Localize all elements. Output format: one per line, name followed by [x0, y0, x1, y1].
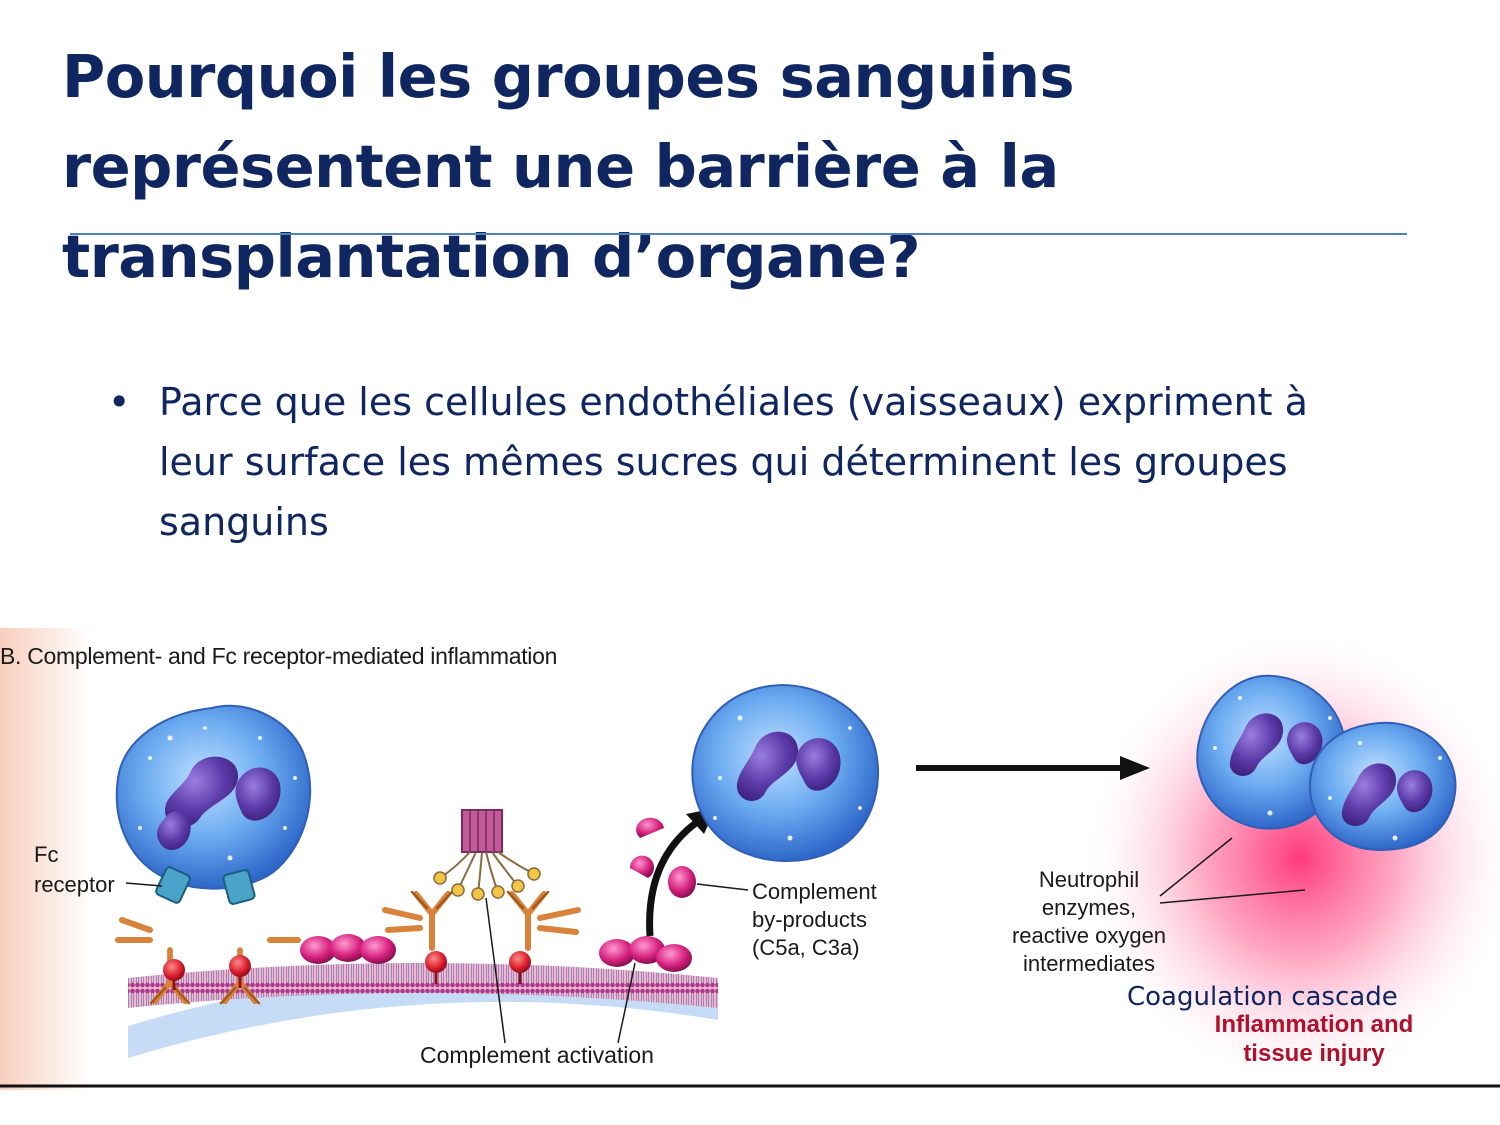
figure-title: B. Complement- and Fc receptor-mediated …: [0, 643, 558, 669]
enzyme-pointer: [1159, 889, 1306, 904]
enzyme-pointer: [1159, 837, 1233, 897]
arrow-right-icon: [916, 756, 1150, 780]
inflammation-figure: B. Complement- and Fc receptor-mediated …: [0, 628, 1500, 1090]
label-line: Neutrophil: [1038, 867, 1140, 892]
label-line: by-products: [752, 907, 867, 932]
antigen-icon: [163, 951, 531, 990]
complement-activation-label: Complement activation: [420, 1042, 654, 1068]
label-line: (C5a, C3a): [752, 935, 860, 960]
neutrophil-cell-icon: [115, 704, 312, 890]
complement-byproduct-icon: [629, 817, 749, 898]
label-line: Inflammation and: [1214, 1011, 1414, 1038]
coagulation-label: Coagulation cascade: [1127, 982, 1398, 1012]
fc-receptor-label: Fc receptor: [34, 840, 115, 900]
fc-receptor-icon: [125, 866, 256, 905]
neutrophil-cell-icon: [1308, 721, 1457, 852]
complement-protein-icon: [300, 934, 692, 972]
label-line: receptor: [34, 872, 115, 897]
endothelial-membrane-icon: [128, 963, 718, 1058]
neutrophil-enzymes-label: Neutrophil enzymes, reactive oxygen inte…: [1000, 866, 1178, 978]
slide-title: Pourquoi les groupes sanguins représente…: [62, 42, 1075, 291]
label-line: enzymes,: [1041, 895, 1137, 920]
neutrophil-cell-icon: [1196, 674, 1347, 830]
activation-pointer: [485, 897, 506, 1044]
figure-illustration: [0, 628, 1500, 1090]
title-divider: [70, 233, 1407, 235]
outcome-label: Inflammation and tissue injury: [1198, 1010, 1430, 1068]
left-tint: [0, 628, 90, 1090]
bullet-item: • Parce que les cellules endothéliales (…: [108, 372, 1368, 552]
antibody-icon: [115, 892, 581, 1003]
complement-byproducts-label: Complement by-products (C5a, C3a): [752, 878, 877, 962]
c1-complex-icon: [433, 809, 541, 901]
bullet-text: Parce que les cellules endothéliales (va…: [159, 380, 1308, 544]
label-line: Complement: [752, 879, 877, 904]
activation-pointer: [617, 962, 636, 1044]
bullet-marker: •: [108, 380, 131, 424]
label-line: tissue injury: [1243, 1040, 1385, 1067]
neutrophil-cell-icon: [691, 684, 879, 863]
label-line: intermediates: [1022, 951, 1156, 976]
label-line: Fc: [34, 842, 59, 867]
bullet-list: • Parce que les cellules endothéliales (…: [108, 372, 1368, 552]
label-line: reactive oxygen: [1011, 923, 1167, 948]
